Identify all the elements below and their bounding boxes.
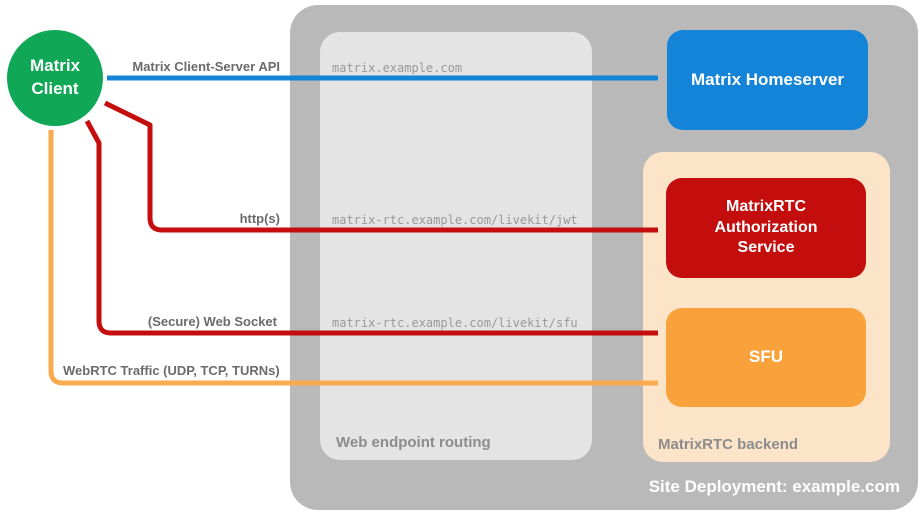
web-endpoint-routing-label: Web endpoint routing [336,434,491,451]
matrix-client-node: Matrix Client [7,30,103,126]
matrix-client-label-line2: Client [31,79,79,98]
web-endpoint-routing-container: Web endpoint routing [320,32,592,460]
matrixrtc-authorization-service-label: MatrixRTC Authorization Service [714,197,818,257]
site-deployment-label: Site Deployment: example.com [648,477,900,496]
client-server-api-arrow-label: Matrix Client-Server API [132,59,280,74]
matrixrtc-backend-label: MatrixRTC backend [658,436,799,453]
jwt-endpoint-url: matrix-rtc.example.com/livekit/jwt [332,213,578,227]
matrix-homeserver-label: Matrix Homeserver [690,69,845,89]
websocket-arrow-label: (Secure) Web Socket [147,314,277,329]
homeserver-endpoint-url: matrix.example.com [332,61,463,75]
matrix-homeserver-node: Matrix Homeserver [667,30,868,130]
webrtc-traffic-arrow-label: WebRTC Traffic (UDP, TCP, TURNs) [63,363,280,378]
sfu-label: SFU [749,347,783,367]
http-arrow-label: http(s) [239,211,280,226]
sfu-node: SFU [666,308,866,407]
matrixrtc-authorization-service-node: MatrixRTC Authorization Service [666,178,866,278]
matrix-client-label-line1: Matrix [29,56,81,76]
sfu-endpoint-url: matrix-rtc.example.com/livekit/sfu [332,316,578,330]
